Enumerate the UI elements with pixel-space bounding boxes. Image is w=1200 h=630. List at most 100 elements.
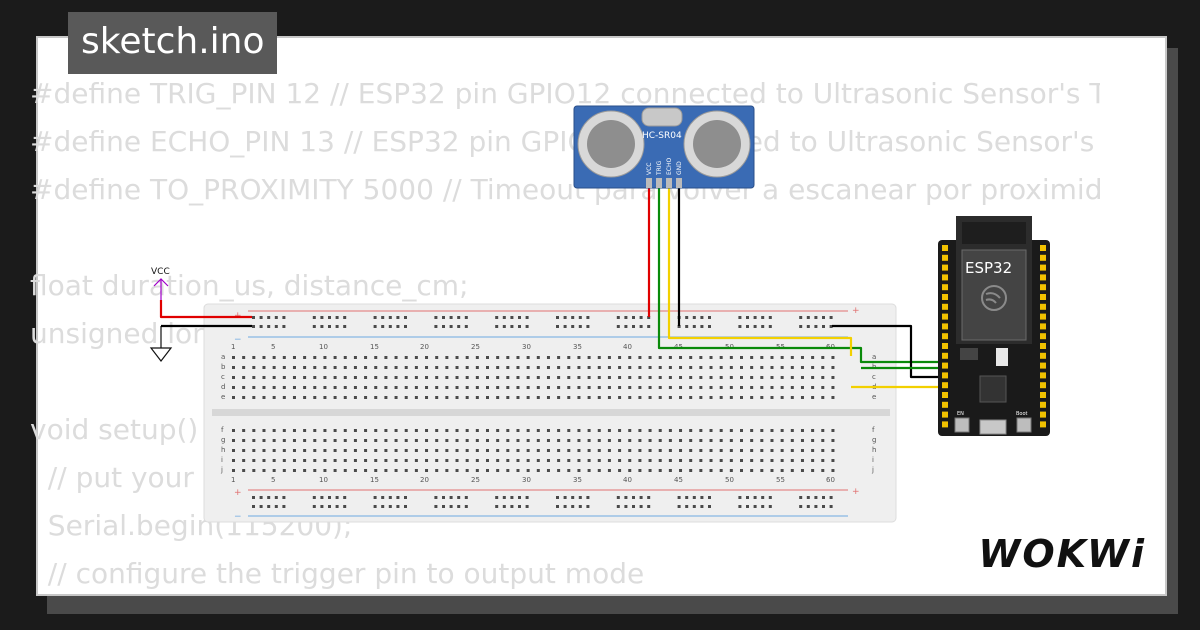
breadboard-hole [323, 459, 327, 462]
en-button[interactable] [954, 417, 970, 433]
row-letter: e [872, 393, 876, 401]
breadboard-hole [800, 356, 804, 359]
breadboard-hole [364, 356, 368, 359]
breadboard-hole [557, 439, 561, 442]
breadboard-hole [242, 396, 246, 399]
breadboard-hole [628, 449, 632, 452]
breadboard-hole [806, 325, 810, 328]
breadboard-hole [353, 386, 357, 389]
hc-sr04-sensor[interactable]: HC-SR04 VCC TRIG ECHO GND [573, 105, 755, 189]
breadboard-hole [282, 459, 286, 462]
breadboard-hole [829, 316, 833, 319]
board-name-label: ESP32 [965, 259, 1012, 277]
vcc-symbol[interactable]: VCC [151, 267, 170, 300]
breadboard-hole [455, 459, 459, 462]
breadboard-hole [465, 356, 469, 359]
breadboard-hole [821, 386, 825, 389]
breadboard-hole [445, 439, 449, 442]
breadboard-hole [272, 449, 276, 452]
breadboard-hole [381, 325, 385, 328]
breadboard-hole [587, 366, 591, 369]
breadboard-hole [272, 376, 276, 379]
breadboard-hole [335, 316, 339, 319]
breadboard-hole [556, 505, 559, 508]
micro-usb-port[interactable] [979, 419, 1007, 435]
breadboard-hole [435, 376, 439, 379]
breadboard[interactable]: + + + + − − 1 5 10 15 20 25 30 35 40 45 … [203, 303, 897, 523]
boot-button[interactable] [1016, 417, 1032, 433]
breadboard-hole [292, 449, 296, 452]
breadboard-hole [597, 366, 601, 369]
breadboard-hole [272, 459, 276, 462]
breadboard-hole [689, 449, 693, 452]
breadboard-hole [557, 386, 561, 389]
breadboard-hole [740, 429, 743, 432]
column-number: 20 [420, 476, 429, 484]
breadboard-hole [404, 316, 407, 319]
breadboard-hole [252, 316, 255, 319]
breadboard-hole [750, 376, 754, 379]
wire-sensor-echo-yellow[interactable] [667, 188, 853, 356]
breadboard-hole [740, 439, 743, 442]
breadboard-hole [464, 316, 468, 319]
breadboard-hole [282, 316, 286, 319]
breadboard-hole [753, 325, 757, 328]
breadboard-hole [475, 459, 479, 462]
breadboard-hole [618, 386, 622, 389]
breadboard-hole [577, 439, 581, 442]
header-pin [942, 401, 948, 408]
column-number: 15 [370, 343, 379, 351]
breadboard-hole [495, 496, 499, 499]
breadboard-hole [567, 366, 571, 369]
ground-symbol[interactable] [149, 326, 173, 362]
breadboard-hole [800, 469, 804, 472]
breadboard-hole [272, 469, 276, 472]
breadboard-hole [567, 376, 571, 379]
breadboard-hole [303, 396, 307, 399]
breadboard-hole [597, 469, 601, 472]
breadboard-hole [272, 429, 276, 432]
wire-rail-gnd-black[interactable] [832, 324, 945, 379]
breadboard-hole [353, 366, 357, 369]
breadboard-hole [821, 366, 825, 369]
breadboard-hole [518, 496, 521, 499]
breadboard-hole [303, 459, 307, 462]
breadboard-hole [404, 505, 407, 508]
breadboard-hole [567, 356, 571, 359]
breadboard-hole [692, 316, 696, 319]
breadboard-hole [262, 459, 266, 462]
breadboard-hole [679, 459, 683, 462]
breadboard-hole [282, 396, 286, 399]
breadboard-hole [343, 496, 347, 499]
breadboard-hole [738, 316, 742, 319]
breadboard-hole [753, 316, 757, 319]
breadboard-hole [455, 396, 459, 399]
breadboard-hole [404, 325, 407, 328]
breadboard-hole [770, 429, 774, 432]
breadboard-hole [658, 376, 662, 379]
breadboard-hole [353, 429, 357, 432]
breadboard-hole [343, 396, 347, 399]
breadboard-hole [259, 505, 263, 508]
breadboard-hole [811, 449, 815, 452]
breadboard-hole [396, 505, 400, 508]
breadboard-hole [618, 439, 622, 442]
breadboard-hole [343, 469, 347, 472]
breadboard-hole [571, 496, 575, 499]
breadboard-hole [312, 496, 316, 499]
breadboard-hole [414, 429, 418, 432]
breadboard-hole [658, 356, 662, 359]
breadboard-hole [312, 316, 316, 319]
breadboard-hole [729, 376, 733, 379]
breadboard-hole [563, 505, 567, 508]
wire-vcc-red[interactable] [159, 300, 252, 319]
breadboard-hole [343, 366, 347, 369]
breadboard-hole [525, 505, 529, 508]
esp32-board[interactable]: ESP32 EN Boot [938, 216, 1050, 436]
sketch-title-tab[interactable]: sketch.ino [68, 12, 278, 74]
breadboard-hole [353, 376, 357, 379]
breadboard-hole [486, 469, 489, 472]
breadboard-hole [259, 316, 263, 319]
breadboard-hole [434, 325, 438, 328]
breadboard-hole [525, 325, 529, 328]
